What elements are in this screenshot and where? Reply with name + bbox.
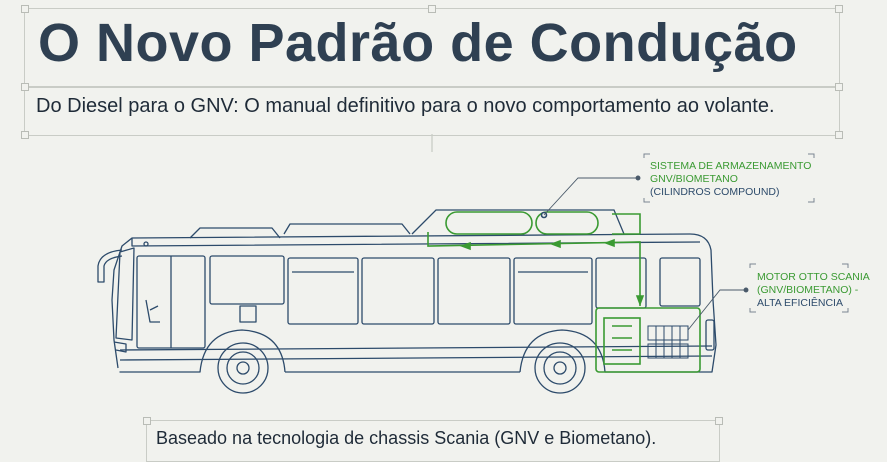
engine-callout-line: ALTA EFICIÊNCIA	[757, 297, 843, 309]
engine-callout-bracket	[749, 263, 849, 313]
side-mirror	[97, 249, 123, 283]
window	[361, 257, 435, 325]
bus-body	[111, 233, 717, 373]
roof-line	[131, 238, 701, 247]
gas-pipe	[612, 213, 641, 234]
gas-cylinder	[445, 211, 533, 235]
gas-system	[411, 209, 701, 373]
roof-vent	[189, 227, 281, 239]
frame-corner-handle	[715, 417, 723, 425]
flow-arrow	[459, 238, 615, 251]
frame-corner-handle	[21, 83, 29, 91]
roof-fairing	[283, 223, 411, 235]
driver-seat	[145, 299, 160, 323]
footer-caption: Baseado na tecnologia de chassis Scania …	[156, 428, 657, 448]
headlight	[113, 341, 127, 353]
window	[513, 257, 593, 325]
frame-corner-handle	[21, 5, 29, 13]
door-handle	[239, 305, 257, 323]
storage-callout-line: GNV/BIOMETANO	[650, 173, 738, 185]
frame-corner-handle	[143, 417, 151, 425]
storage-callout-line: (CILINDROS COMPOUND)	[650, 186, 780, 198]
window	[209, 255, 285, 305]
gas-pipe	[427, 232, 641, 300]
page-subtitle: Do Diesel para o GNV: O manual definitiv…	[36, 95, 775, 117]
window	[437, 257, 511, 325]
rear-wheel-arch	[519, 329, 606, 373]
frame-corner-handle	[835, 83, 843, 91]
engine-block	[603, 317, 641, 365]
front-wheel	[217, 342, 269, 394]
marker-light	[143, 241, 149, 247]
page-title: O Novo Padrão de Condução	[38, 13, 798, 73]
flow-arrow	[635, 295, 645, 307]
windshield	[115, 247, 135, 341]
storage-callout: SISTEMA DE ARMAZENAMENTO GNV/BIOMETANO (…	[650, 160, 811, 199]
frame-corner-handle	[835, 5, 843, 13]
tail-light	[705, 319, 715, 351]
rear-window	[659, 257, 701, 307]
engine-callout-line: (GNV/BIOMETANO) -	[757, 284, 859, 296]
leader-dot	[635, 175, 641, 181]
frame-corner-handle	[835, 131, 843, 139]
engine-leader-line	[687, 289, 744, 331]
leader-dot	[743, 287, 749, 293]
storage-leader-line	[543, 177, 636, 216]
roof-storage-housing	[411, 209, 625, 235]
engine-callout: MOTOR OTTO SCANIA (GNV/BIOMETANO) - ALTA…	[757, 271, 870, 310]
engine-callout-line: MOTOR OTTO SCANIA	[757, 271, 870, 283]
frame-corner-handle	[428, 5, 436, 13]
skirt-line	[119, 345, 713, 351]
storage-callout-bracket	[643, 153, 815, 203]
skirt-line	[119, 355, 713, 361]
rear-wheel	[534, 342, 586, 394]
frame-corner-handle	[21, 131, 29, 139]
engine-detail	[647, 325, 689, 359]
engine-compartment	[595, 307, 701, 373]
window	[287, 257, 359, 325]
storage-callout-line: SISTEMA DE ARMAZENAMENTO	[650, 160, 812, 172]
front-wheel-arch	[199, 329, 286, 373]
gas-cylinder	[535, 211, 599, 235]
